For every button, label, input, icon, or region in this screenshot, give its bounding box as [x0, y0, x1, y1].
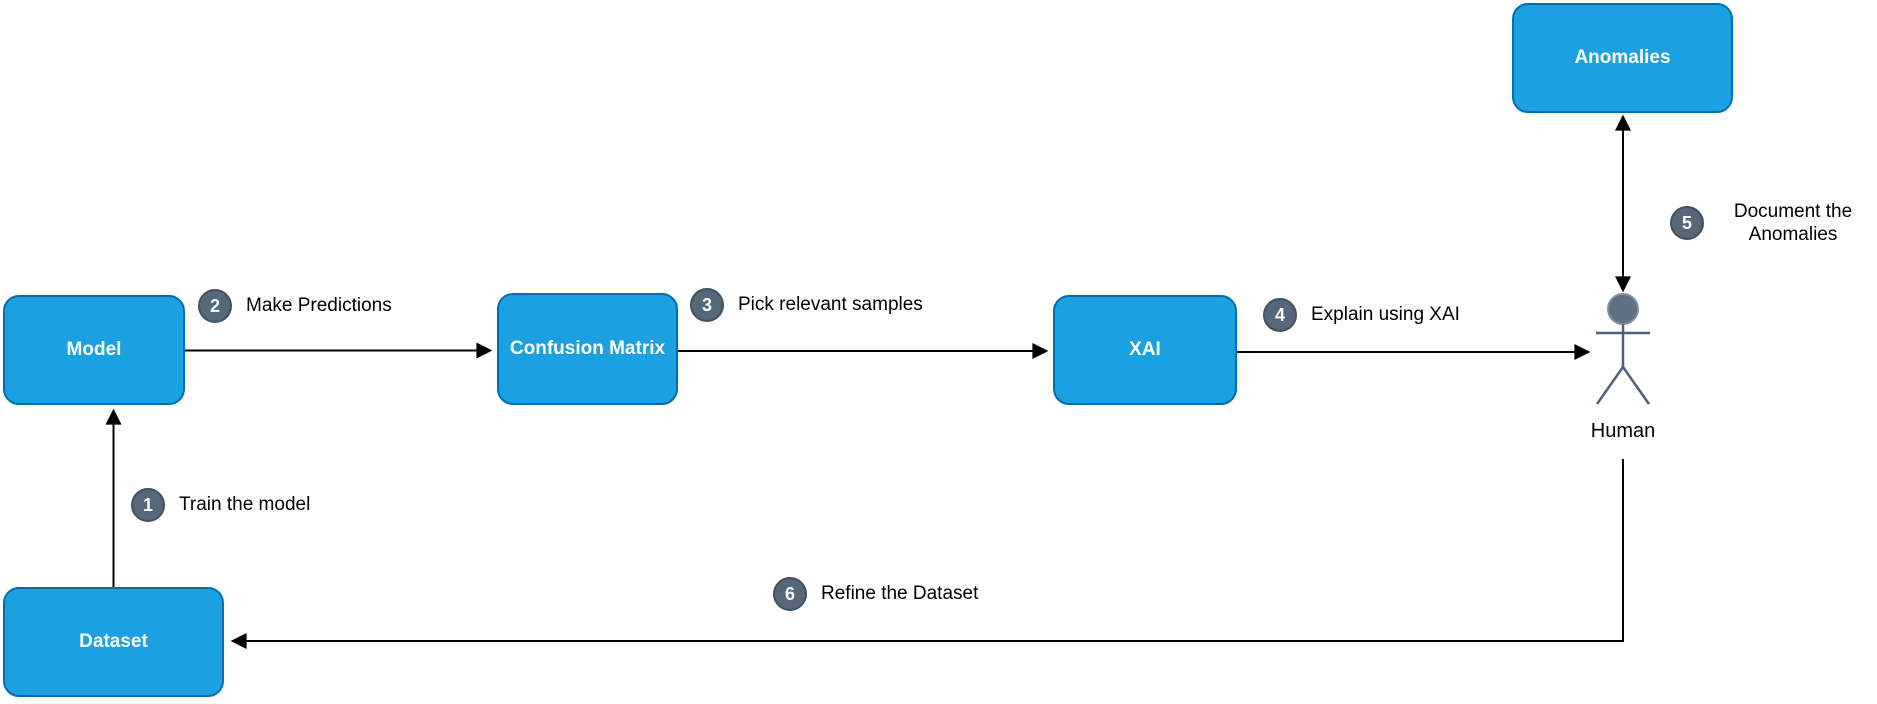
node-model: Model [3, 295, 185, 405]
step-5-label-line-1: Document the [1733, 201, 1853, 222]
step-2-label: Make Predictions [246, 295, 392, 316]
step-6-label: Refine the Dataset [821, 583, 979, 604]
step-5-number-badge: 5 [1670, 206, 1704, 240]
actor-left-leg [1595, 366, 1625, 405]
edge-refine-human-to-dataset [230, 459, 1624, 649]
step-2-make-predictions: 2 Make Predictions [198, 289, 392, 323]
step-6-number-badge: 6 [773, 577, 807, 611]
step-5-label: Document the Anomalies [1718, 200, 1868, 246]
step-5-label-line-2: Anomalies [1748, 224, 1838, 245]
step-2-number-badge: 2 [198, 289, 232, 323]
step-5-document-the-anomalies: 5 Document the Anomalies [1670, 200, 1868, 246]
human-actor-label: Human [1590, 420, 1656, 442]
actor-right-leg [1621, 366, 1651, 405]
node-anomalies: Anomalies [1512, 3, 1733, 113]
step-4-number-badge: 4 [1263, 298, 1297, 332]
step-3-pick-relevant-samples: 3 Pick relevant samples [690, 288, 923, 322]
node-xai: XAI [1053, 295, 1237, 405]
step-1-label: Train the model [179, 494, 311, 515]
human-actor-figure [1595, 293, 1651, 405]
step-1-number-badge: 1 [131, 488, 165, 522]
node-dataset: Dataset [3, 587, 224, 697]
actor-head [1607, 293, 1639, 325]
step-6-refine-the-dataset: 6 Refine the Dataset [773, 577, 978, 611]
step-1-train-the-model: 1 Train the model [131, 488, 310, 522]
step-4-label: Explain using XAI [1311, 304, 1460, 325]
step-3-label: Pick relevant samples [738, 294, 923, 315]
step-3-number-badge: 3 [690, 288, 724, 322]
node-confusion-matrix: Confusion Matrix [497, 293, 678, 405]
step-4-explain-using-xai: 4 Explain using XAI [1263, 298, 1460, 332]
